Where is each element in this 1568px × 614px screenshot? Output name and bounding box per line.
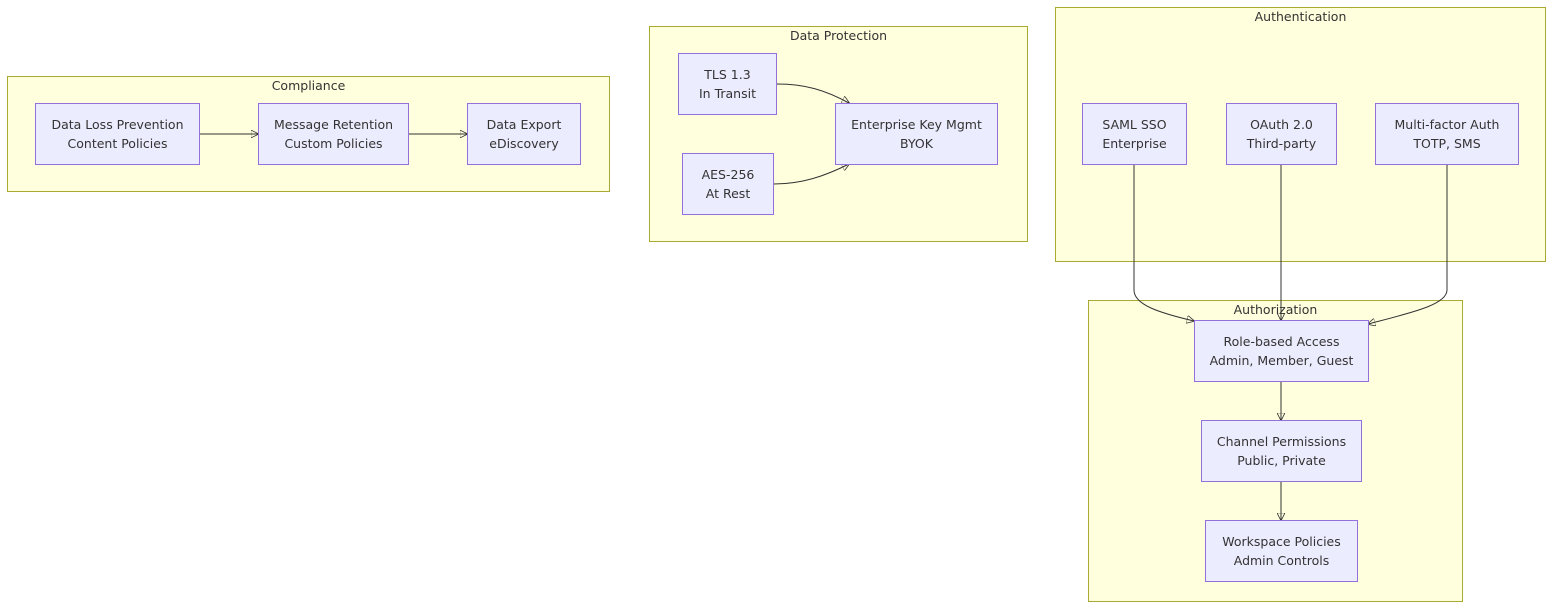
node-message-retention-title: Message Retention [273,117,394,132]
node-data-loss-prevention[interactable]: Data Loss Prevention Content Policies [35,103,200,165]
node-data-export-subtitle: eDiscovery [489,136,559,151]
node-role-based-access-title: Role-based Access [1223,334,1340,349]
node-role-based-access-subtitle: Admin, Member, Guest [1209,353,1354,368]
node-multi-factor-auth-subtitle: TOTP, SMS [1413,136,1481,151]
node-oauth[interactable]: OAuth 2.0 Third-party [1226,103,1337,165]
node-data-loss-prevention-title: Data Loss Prevention [51,117,184,132]
node-workspace-policies-title: Workspace Policies [1222,534,1341,549]
node-tls-title: TLS 1.3 [704,67,751,82]
node-enterprise-key-mgmt-title: Enterprise Key Mgmt [851,117,982,132]
node-data-export[interactable]: Data Export eDiscovery [467,103,581,165]
node-aes-title: AES-256 [701,167,755,182]
node-channel-permissions-title: Channel Permissions [1216,434,1347,449]
node-aes[interactable]: AES-256 At Rest [682,153,774,215]
node-workspace-policies[interactable]: Workspace Policies Admin Controls [1205,520,1358,582]
node-workspace-policies-subtitle: Admin Controls [1233,553,1330,568]
node-aes-subtitle: At Rest [705,186,751,201]
cluster-title-data-protection: Data Protection [789,28,888,43]
node-saml-sso-title: SAML SSO [1102,117,1167,132]
cluster-title-compliance: Compliance [271,78,346,93]
node-tls[interactable]: TLS 1.3 In Transit [678,53,777,115]
node-oauth-subtitle: Third-party [1246,136,1317,151]
node-oauth-title: OAuth 2.0 [1250,117,1313,132]
node-message-retention-subtitle: Custom Policies [284,136,383,151]
node-role-based-access[interactable]: Role-based Access Admin, Member, Guest [1194,320,1369,382]
node-multi-factor-auth-title: Multi-factor Auth [1394,117,1500,132]
node-message-retention[interactable]: Message Retention Custom Policies [258,103,409,165]
node-channel-permissions[interactable]: Channel Permissions Public, Private [1201,420,1362,482]
node-enterprise-key-mgmt-subtitle: BYOK [900,136,933,151]
node-multi-factor-auth[interactable]: Multi-factor Auth TOTP, SMS [1375,103,1519,165]
cluster-title-authorization: Authorization [1233,302,1318,317]
node-data-loss-prevention-subtitle: Content Policies [67,136,168,151]
node-channel-permissions-subtitle: Public, Private [1237,453,1326,468]
node-enterprise-key-mgmt[interactable]: Enterprise Key Mgmt BYOK [835,103,998,165]
node-data-export-title: Data Export [486,117,562,132]
node-tls-subtitle: In Transit [699,86,756,101]
node-saml-sso-subtitle: Enterprise [1102,136,1167,151]
node-saml-sso[interactable]: SAML SSO Enterprise [1082,103,1187,165]
cluster-title-authentication: Authentication [1254,9,1347,24]
